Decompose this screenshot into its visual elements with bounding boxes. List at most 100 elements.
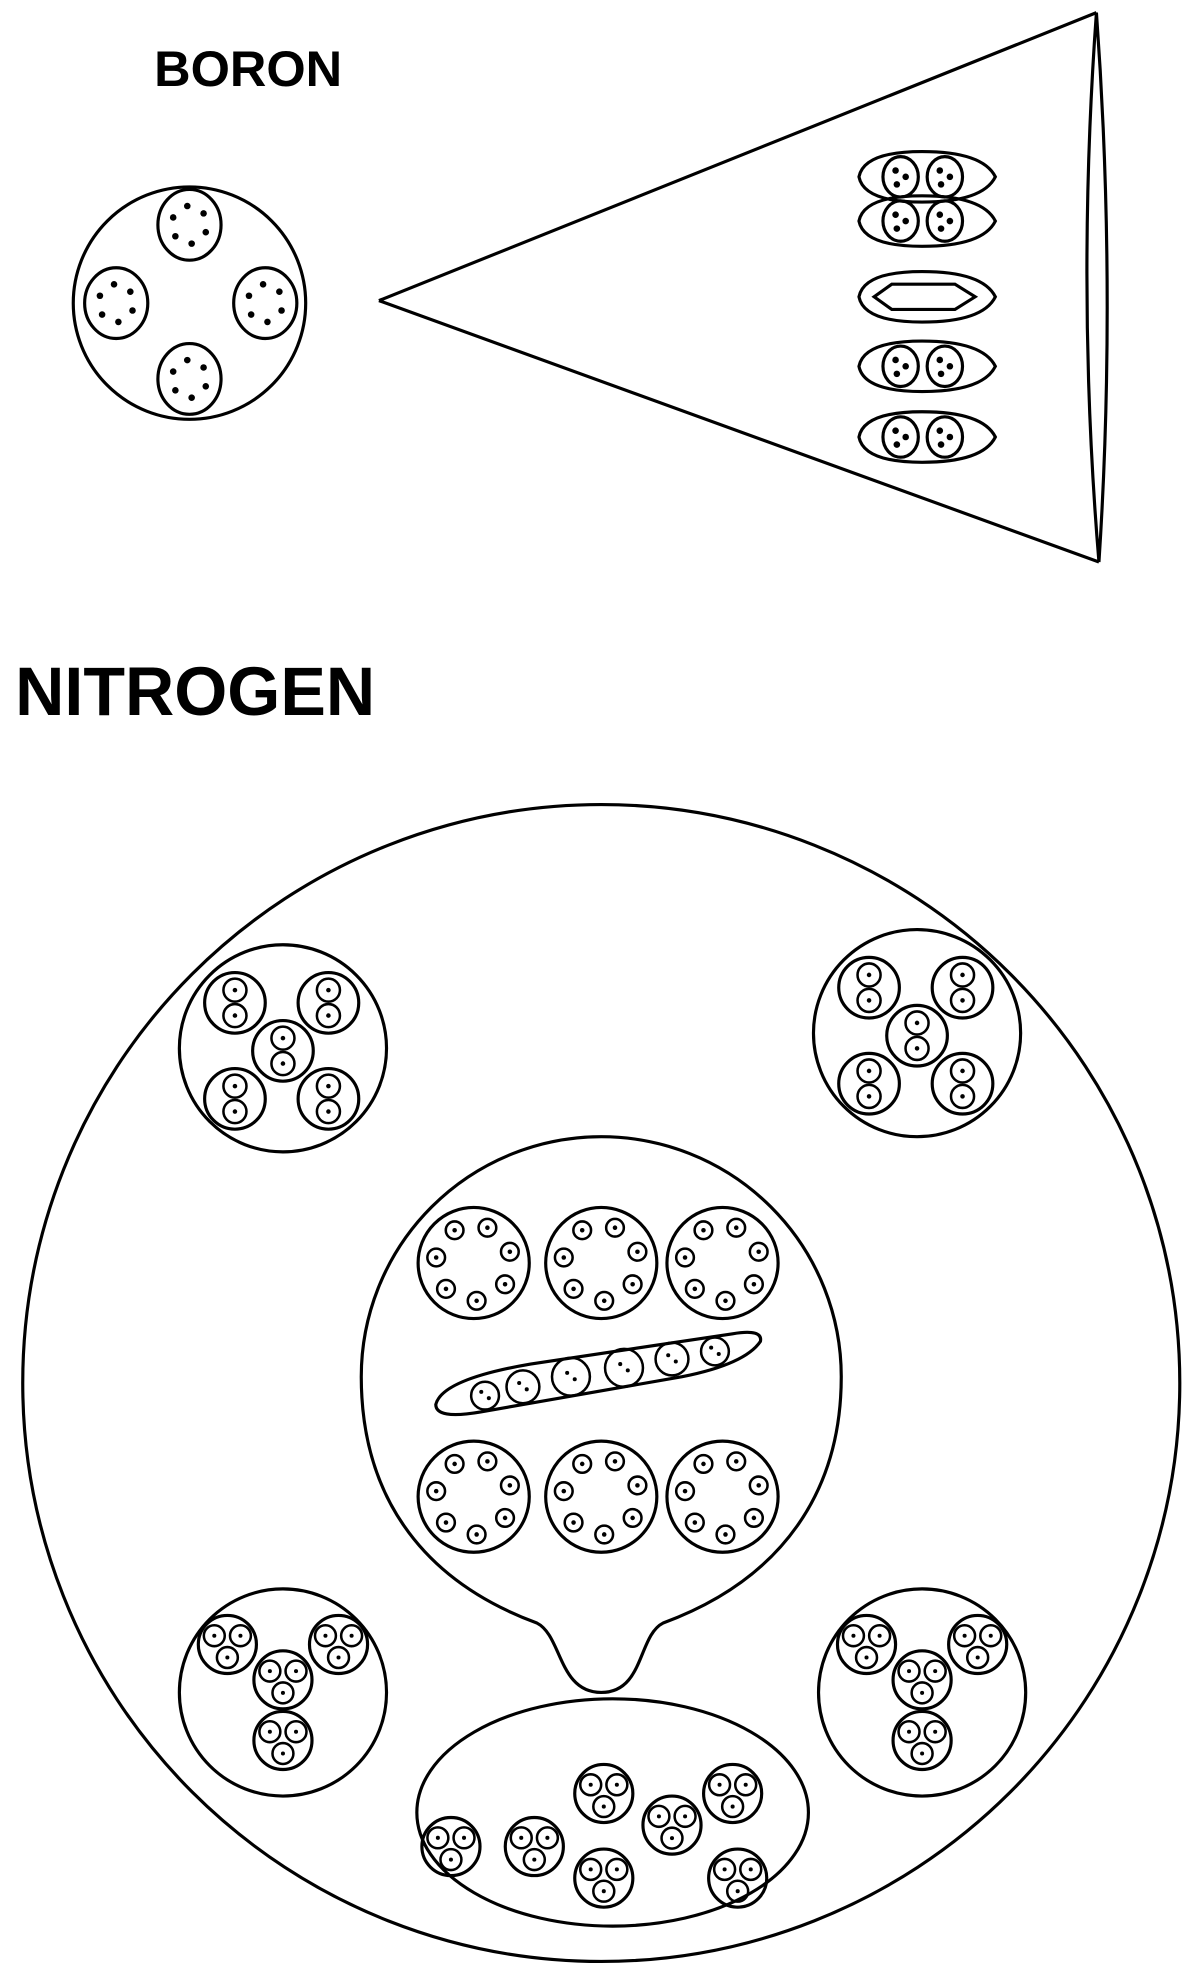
subshell bbox=[947, 1613, 1009, 1676]
electron-dot bbox=[601, 1804, 606, 1809]
electron-dot bbox=[579, 1461, 585, 1467]
subshell bbox=[196, 1613, 258, 1676]
boron-subshell bbox=[83, 266, 150, 341]
particle bbox=[258, 1720, 282, 1744]
boron-inner-circle bbox=[925, 344, 965, 389]
particle bbox=[693, 1453, 714, 1475]
electron-dot bbox=[247, 311, 255, 318]
electron-dot bbox=[866, 998, 872, 1003]
particle bbox=[284, 1720, 308, 1744]
particle bbox=[592, 1794, 616, 1819]
particle bbox=[856, 1083, 882, 1110]
particle bbox=[684, 1512, 705, 1533]
electron-dot bbox=[635, 1249, 640, 1255]
particle bbox=[553, 1247, 574, 1268]
electron-dot bbox=[893, 370, 901, 378]
ring-circle bbox=[416, 1205, 531, 1321]
particle bbox=[904, 1035, 930, 1062]
particle bbox=[856, 987, 882, 1014]
electron-dot bbox=[936, 427, 944, 434]
particle bbox=[439, 1847, 463, 1872]
electron-dot bbox=[485, 1459, 490, 1464]
electron-dot bbox=[756, 1483, 761, 1488]
electron-dot bbox=[975, 1655, 980, 1660]
elongated-capsule bbox=[434, 1330, 763, 1417]
particle bbox=[444, 1453, 465, 1475]
electron-dot bbox=[743, 1782, 748, 1787]
electron-dot bbox=[238, 1633, 243, 1638]
electron-dot bbox=[902, 433, 909, 441]
subshell bbox=[503, 1815, 565, 1878]
particle bbox=[707, 1773, 732, 1797]
particle bbox=[572, 1220, 593, 1241]
electron-dot bbox=[507, 1249, 513, 1255]
ring-circle bbox=[665, 1205, 780, 1321]
electron-dot bbox=[294, 1669, 299, 1674]
hexagon-ring bbox=[871, 282, 979, 312]
particle bbox=[435, 1512, 457, 1533]
electron-dot bbox=[502, 1281, 508, 1287]
electron-dot bbox=[127, 288, 134, 295]
subshell bbox=[835, 1613, 898, 1676]
electron-dot bbox=[937, 441, 945, 448]
electron-dot bbox=[682, 1255, 688, 1260]
nitrogen-label: NITROGEN bbox=[15, 654, 375, 730]
electron-dot bbox=[960, 998, 965, 1003]
electron-dot bbox=[692, 1286, 698, 1292]
particle bbox=[494, 1507, 516, 1529]
particle bbox=[466, 1290, 487, 1311]
electron-dot bbox=[902, 217, 909, 225]
particle bbox=[739, 1857, 763, 1882]
electron-dot bbox=[448, 1857, 453, 1862]
boron-oval bbox=[857, 194, 998, 248]
particle bbox=[315, 1002, 342, 1029]
particle bbox=[949, 962, 976, 988]
electron-dot bbox=[893, 441, 901, 448]
electron-dot bbox=[914, 1046, 920, 1051]
electron-dot bbox=[435, 1835, 440, 1840]
electron-dot bbox=[232, 1083, 238, 1089]
particle bbox=[715, 1524, 736, 1545]
particle bbox=[284, 1659, 308, 1683]
particle bbox=[592, 1879, 616, 1903]
electron-dot bbox=[507, 1483, 513, 1488]
particle bbox=[979, 1624, 1003, 1648]
electron-dot bbox=[524, 1387, 529, 1392]
particle bbox=[748, 1241, 769, 1262]
particle bbox=[466, 1524, 487, 1545]
electron-dot bbox=[172, 232, 179, 240]
particle bbox=[477, 1451, 498, 1472]
electron-dot bbox=[892, 427, 899, 434]
boron-subshell bbox=[232, 266, 299, 341]
bulb-outline bbox=[359, 1135, 843, 1695]
boron-subshell bbox=[156, 341, 223, 416]
electron-dot bbox=[172, 387, 179, 394]
electron-dot bbox=[716, 1351, 721, 1356]
particle bbox=[923, 1720, 947, 1744]
electron-dot bbox=[188, 240, 195, 247]
particle bbox=[720, 1794, 745, 1819]
particle bbox=[553, 1481, 574, 1502]
particle bbox=[315, 1098, 342, 1125]
particle bbox=[725, 1879, 750, 1903]
particle bbox=[202, 1624, 227, 1648]
particle bbox=[563, 1512, 584, 1533]
electron-dot bbox=[571, 1286, 576, 1292]
particle bbox=[693, 1220, 714, 1241]
electron-dot bbox=[683, 1814, 688, 1819]
electron-dot bbox=[202, 383, 210, 390]
particle bbox=[578, 1857, 603, 1882]
electron-dot bbox=[245, 292, 253, 300]
electron-dot bbox=[110, 281, 118, 288]
electron-dot bbox=[96, 292, 104, 300]
electron-dot bbox=[267, 1669, 272, 1674]
particle bbox=[499, 1475, 520, 1496]
electron-dot bbox=[625, 1368, 630, 1373]
central-bulb bbox=[359, 1135, 843, 1695]
particle bbox=[535, 1826, 560, 1850]
particle bbox=[923, 1659, 947, 1683]
ring-circle bbox=[416, 1439, 531, 1554]
electron-dot bbox=[232, 987, 238, 993]
particle bbox=[712, 1857, 737, 1882]
particle bbox=[426, 1247, 447, 1268]
